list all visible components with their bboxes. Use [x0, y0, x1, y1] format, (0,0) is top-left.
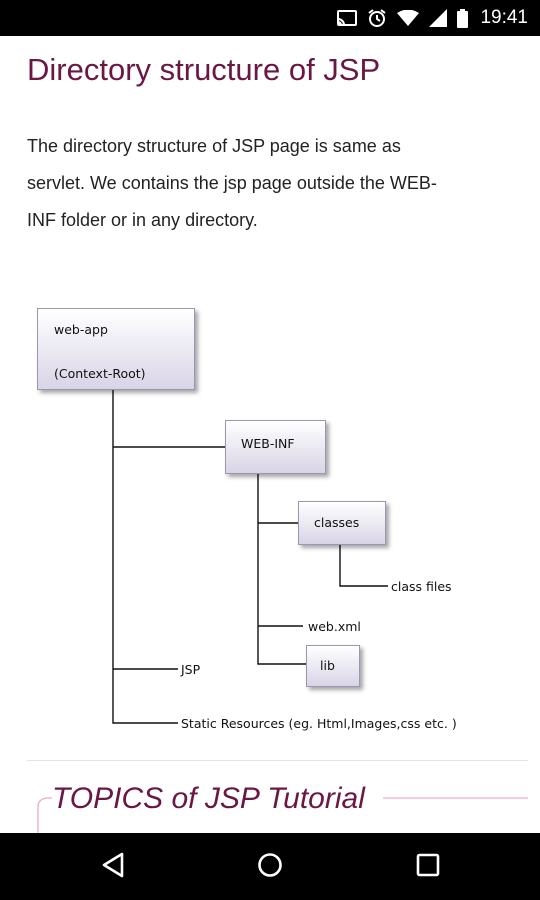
web-app-label: web-app	[54, 322, 108, 337]
battery-icon	[457, 8, 469, 28]
webinf-trunk-line	[257, 474, 306, 665]
web-inf-node: WEB-INF	[225, 420, 326, 474]
home-icon	[257, 852, 283, 882]
web-app-node: web-app (Context-Root)	[37, 308, 195, 390]
web-xml-label: web.xml	[308, 619, 361, 634]
back-button[interactable]	[68, 833, 158, 900]
static-resources-label: Static Resources (eg. Html,Images,css et…	[181, 716, 457, 731]
diagram-connectors	[112, 390, 388, 724]
lib-label: lib	[320, 658, 335, 673]
classes-label: classes	[314, 515, 360, 530]
recents-button[interactable]	[383, 833, 473, 900]
lib-node: lib	[306, 645, 360, 687]
back-icon	[101, 852, 125, 882]
page-title: Directory structure of JSP	[27, 52, 381, 87]
recents-icon	[416, 853, 440, 881]
status-time: 19:41	[480, 7, 528, 28]
wifi-icon	[397, 10, 420, 26]
class-files-label: class files	[391, 579, 452, 594]
web-inf-label: WEB-INF	[241, 436, 295, 451]
section-heading: TOPICS of JSP Tutorial	[52, 782, 365, 815]
classes-node: classes	[298, 501, 386, 545]
intro-paragraph: The directory structure of JSP page is s…	[27, 128, 517, 239]
jsp-label: JSP	[181, 662, 201, 677]
context-root-label: (Context-Root)	[54, 366, 146, 381]
directory-structure-diagram: web-app (Context-Root) WEB-INF classes l…	[0, 300, 540, 760]
section-divider	[27, 760, 528, 761]
intro-line: servlet. We contains the jsp page outsid…	[27, 173, 437, 193]
root-trunk-line	[112, 390, 178, 724]
intro-line: The directory structure of JSP page is s…	[27, 136, 401, 156]
article-content[interactable]: Directory structure of JSP The directory…	[0, 36, 540, 833]
home-button[interactable]	[225, 833, 315, 900]
alarm-icon	[367, 8, 387, 28]
section-decoration	[37, 797, 528, 833]
classfiles-branch-line	[339, 545, 388, 587]
navigation-bar	[0, 833, 540, 900]
cast-icon	[337, 10, 358, 26]
signal-icon	[429, 9, 448, 27]
status-bar: 19:41	[0, 0, 540, 36]
intro-line: INF folder or in any directory.	[27, 210, 258, 230]
